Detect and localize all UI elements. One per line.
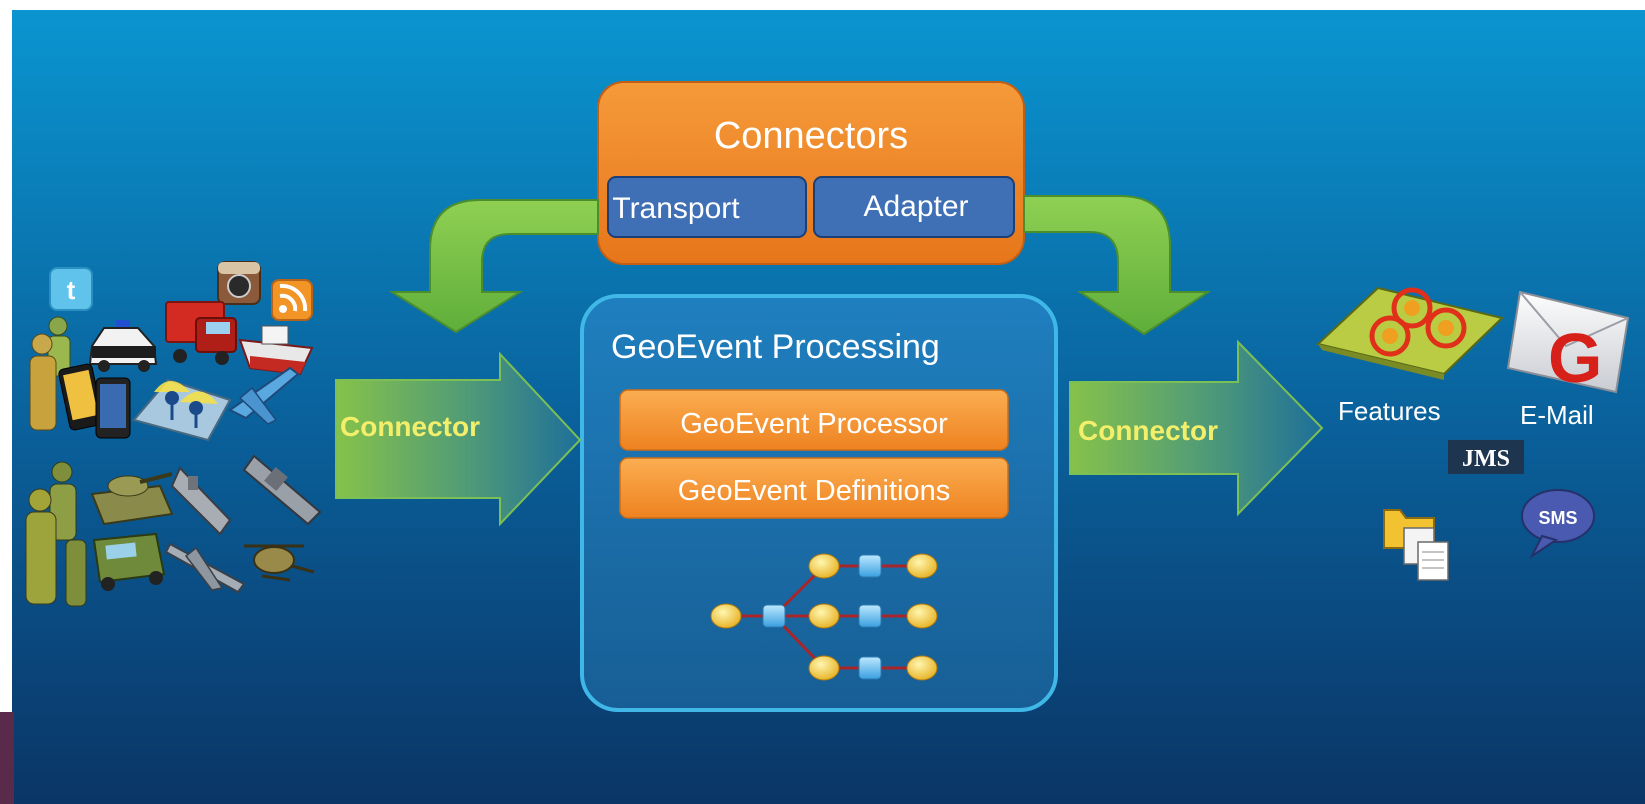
svg-text:G: G (1548, 319, 1602, 397)
flow-node (858, 656, 882, 680)
warship-icon (242, 454, 322, 526)
processing-box: GeoEvent Processing GeoEvent Processor G… (580, 294, 1058, 712)
jms-badge: JMS (1448, 440, 1524, 474)
event-flow-graph (710, 553, 938, 681)
processor-bar (619, 389, 1009, 451)
email-envelope-icon: G (1506, 290, 1630, 397)
sms-bubble-icon: SMS (1521, 489, 1595, 559)
definitions-bar (619, 457, 1009, 519)
features-label: Features (1338, 396, 1441, 426)
flow-node (906, 603, 938, 629)
sms-label: SMS (1538, 508, 1577, 528)
right-connector-label: Connector (1078, 415, 1218, 446)
transport-label: Transport (612, 192, 740, 225)
flow-node (906, 655, 938, 681)
helicopter-icon (244, 544, 315, 582)
heatmap-features-icon (1315, 286, 1505, 380)
right-connector-arrow: Connector (1069, 339, 1324, 517)
processor-label: GeoEvent Processor (680, 408, 948, 440)
military-jeep-icon (92, 532, 166, 591)
flow-node (710, 603, 742, 629)
flow-node (906, 553, 938, 579)
twitter-icon: t (49, 267, 93, 311)
flow-node (858, 604, 882, 628)
map-sensor-icon (132, 378, 232, 442)
flow-node (858, 554, 882, 578)
tank-icon (90, 472, 174, 526)
curved-arrow-left (388, 199, 599, 334)
smartphone-icon (58, 363, 131, 439)
flow-node (808, 655, 840, 681)
folder-documents-icon (1383, 509, 1449, 581)
definitions-label: GeoEvent Definitions (678, 475, 950, 507)
fighter-jet-icon (164, 542, 246, 594)
flow-node (808, 553, 840, 579)
svg-text:t: t (67, 275, 76, 305)
email-label: E-Mail (1520, 400, 1594, 430)
transport-block (607, 176, 807, 238)
flow-node (808, 603, 840, 629)
left-connector-arrow: Connector (335, 351, 582, 527)
soldier-icon (25, 461, 87, 607)
police-car-icon (88, 320, 158, 372)
processing-title: GeoEvent Processing (611, 328, 940, 366)
rss-icon (271, 279, 313, 321)
curved-arrow-right (1023, 195, 1212, 336)
airplane-icon (228, 366, 300, 425)
output-targets-cluster: Features G E-Mail JMS SMS (1315, 286, 1630, 581)
instagram-icon (217, 261, 261, 305)
ship-icon (238, 325, 314, 376)
left-connector-label: Connector (340, 411, 480, 442)
adapter-block (813, 176, 1015, 238)
corner-accent (0, 712, 14, 804)
jms-label: JMS (1462, 446, 1510, 472)
connectors-title: Connectors (714, 115, 908, 157)
truck-icon (165, 301, 237, 365)
person-icon (29, 316, 71, 431)
adapter-label: Adapter (863, 190, 968, 223)
connectors-box: Connectors Transport Adapter (597, 81, 1025, 265)
input-sources-cluster: t (25, 261, 322, 607)
flow-node (762, 604, 786, 628)
aircraft-carrier-icon (170, 466, 232, 536)
